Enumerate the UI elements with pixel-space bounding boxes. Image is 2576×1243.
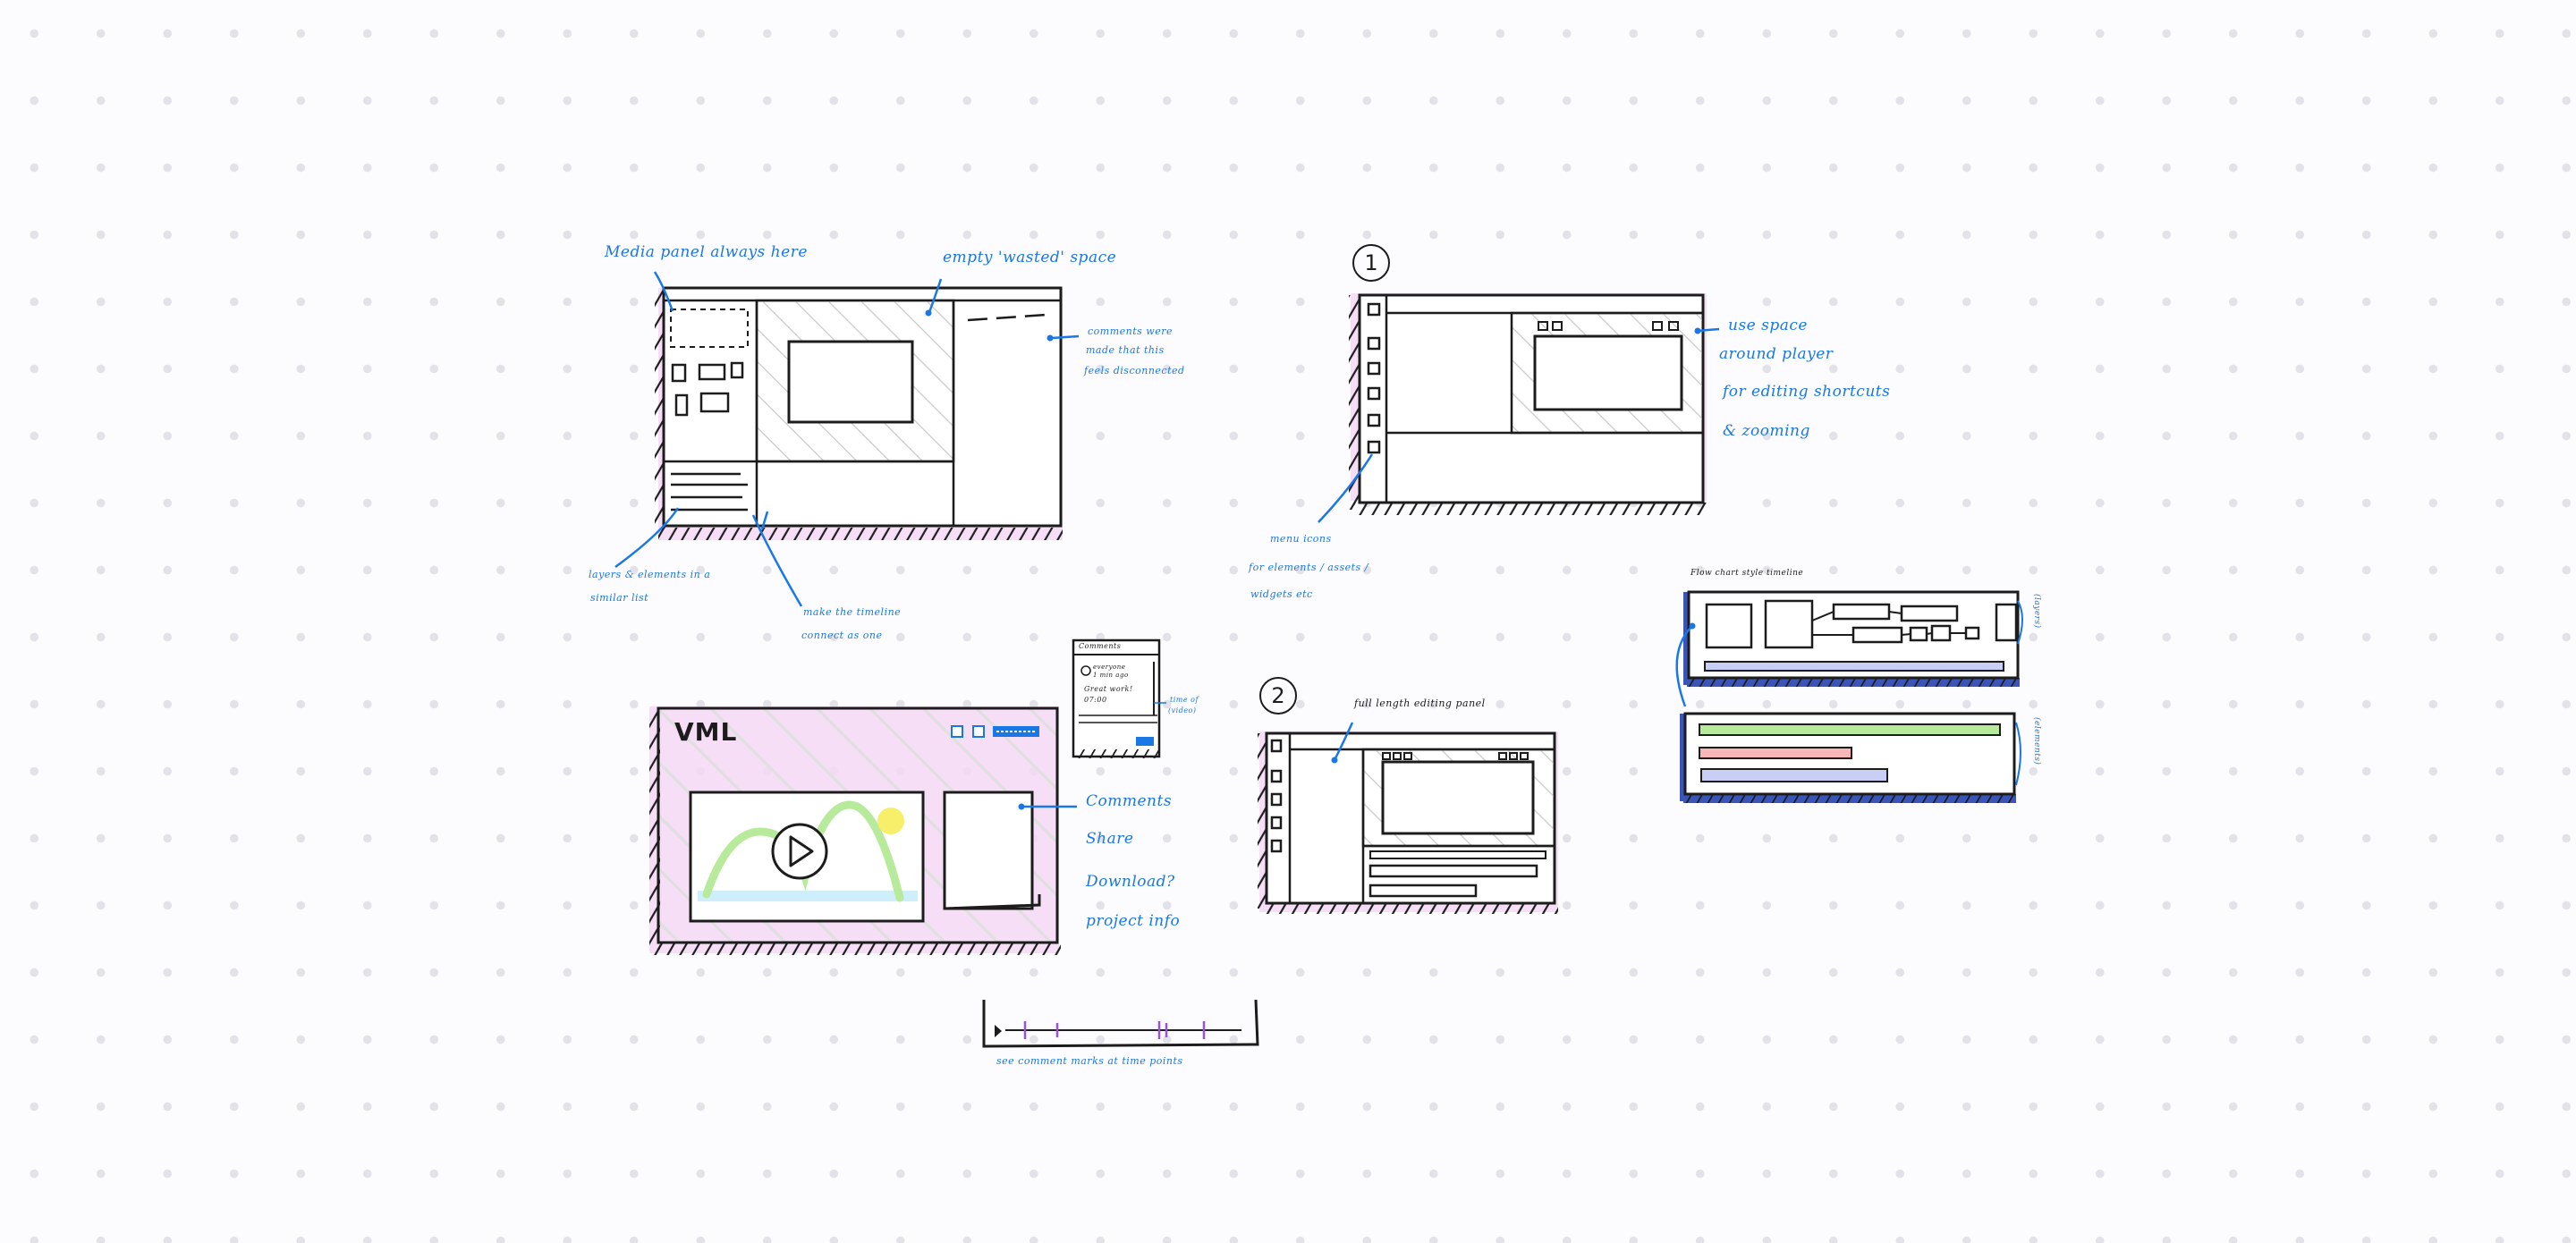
player-box bbox=[1533, 334, 1683, 411]
bottom-shadow bbox=[1354, 503, 1707, 515]
note-media-panel: Media panel always here bbox=[605, 243, 808, 261]
flowchart-side-elements: (elements) bbox=[2032, 717, 2041, 765]
note-space-3: for editing shortcuts bbox=[1723, 383, 1891, 401]
option-number-1: 1 bbox=[1352, 244, 1390, 282]
note-layers-2: similar list bbox=[590, 592, 649, 604]
note-comments-2: made that this bbox=[1086, 344, 1165, 356]
vml-menu-download: Download? bbox=[1086, 873, 1175, 891]
timeline-strip bbox=[982, 999, 1259, 1048]
connector-flow bbox=[1675, 625, 1693, 707]
sketch-current-layout bbox=[614, 271, 1080, 607]
connector-panel bbox=[1333, 722, 1354, 761]
bottom-shadow bbox=[653, 943, 1061, 955]
flowchart-title: Flow chart style timeline bbox=[1690, 569, 1804, 578]
comments-popup bbox=[1072, 638, 1166, 758]
flowchart-side-layers: (layers) bbox=[2032, 594, 2041, 629]
popup-timestamp: 07:00 bbox=[1084, 696, 1107, 704]
note-menu-2: for elements / assets / bbox=[1249, 562, 1368, 573]
play-triangle bbox=[789, 835, 814, 867]
note-layers-1: layers & elements in a bbox=[589, 569, 711, 580]
note-timeline-1: make the timeline bbox=[803, 606, 902, 618]
note-panel: full length editing panel bbox=[1354, 698, 1486, 709]
blue-left-bottom bbox=[1680, 714, 1687, 801]
note-timeline-2: connect as one bbox=[801, 630, 883, 641]
bar-lavender bbox=[1700, 768, 1888, 782]
video-sun bbox=[877, 808, 904, 834]
vml-menu-comments: Comments bbox=[1086, 792, 1173, 810]
left-shadow bbox=[1349, 295, 1360, 510]
player-box bbox=[1381, 760, 1535, 835]
vml-menu-share: Share bbox=[1086, 830, 1134, 848]
note-space-4: & zooming bbox=[1723, 422, 1810, 440]
popup-text: Great work! bbox=[1084, 685, 1133, 693]
side-panel bbox=[943, 791, 1034, 910]
vml-title: VML bbox=[674, 717, 738, 747]
note-empty-space: empty 'wasted' space bbox=[943, 249, 1117, 266]
connector-media bbox=[653, 271, 674, 312]
bar-red bbox=[1699, 747, 1852, 759]
video-water bbox=[698, 891, 918, 901]
note-menu-1: menu icons bbox=[1270, 533, 1332, 545]
connector-comments bbox=[1051, 334, 1080, 340]
media-panel-dashed bbox=[670, 309, 749, 348]
bar-green bbox=[1699, 723, 2001, 736]
note-menu-3: widgets etc bbox=[1250, 588, 1313, 600]
popup-time-ago: 1 min ago bbox=[1093, 672, 1129, 679]
note-space-2: around player bbox=[1719, 345, 1834, 363]
connector-layers bbox=[614, 507, 680, 569]
note-comments-1: comments were bbox=[1088, 326, 1173, 337]
player-box bbox=[787, 340, 914, 424]
blue-left-top bbox=[1683, 592, 1690, 685]
connector-space bbox=[1697, 327, 1720, 333]
popup-header: Comments bbox=[1079, 642, 1122, 650]
sketch-option-2 bbox=[1258, 722, 1558, 914]
connector-timeline bbox=[751, 514, 803, 607]
connector-menu bbox=[1318, 453, 1374, 523]
bottom-shadow bbox=[658, 528, 1063, 540]
timeline-note: see comment marks at time points bbox=[996, 1055, 1183, 1067]
popup-user: everyone bbox=[1093, 664, 1126, 671]
sketch-option-1 bbox=[1318, 293, 1720, 523]
note-comments-3: feels disconnected bbox=[1084, 365, 1185, 376]
option-number-2: 2 bbox=[1259, 677, 1297, 715]
popup-side-2: (video) bbox=[1168, 706, 1197, 715]
sketch-vml-player bbox=[649, 706, 1077, 955]
popup-side-1: time of bbox=[1170, 696, 1199, 704]
vml-menu-project-info: project info bbox=[1086, 912, 1181, 930]
note-space-1: use space bbox=[1728, 317, 1808, 334]
sketch-flowchart-timeline bbox=[1675, 590, 2023, 803]
